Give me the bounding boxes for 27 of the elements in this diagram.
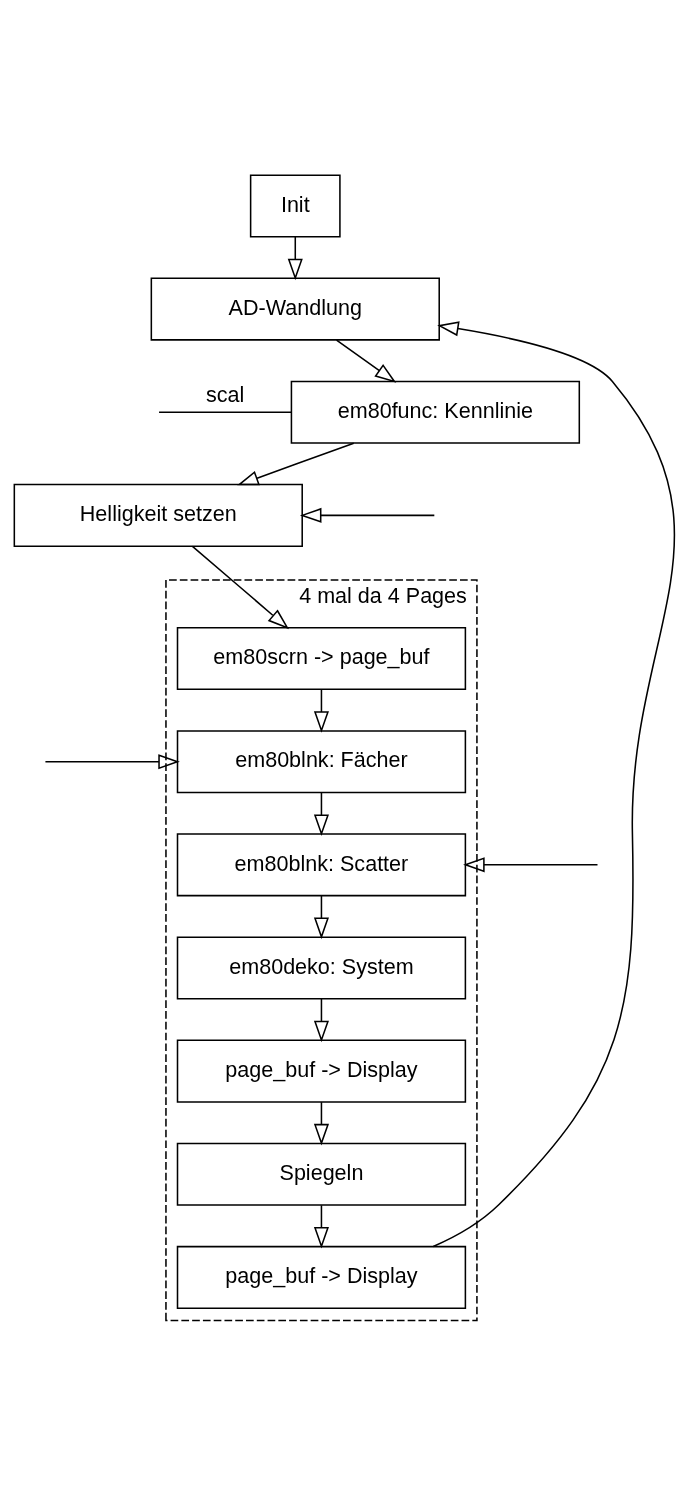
node-box: em80blnk: Fächer	[176, 730, 467, 794]
arrow	[299, 507, 436, 523]
node-box: Init	[249, 174, 341, 238]
node-box: AD-Wandlung	[150, 277, 440, 341]
arrow	[191, 545, 290, 630]
node-box: em80scrn -> page_buf	[176, 627, 467, 691]
node-box: page_buf -> Display	[176, 1039, 467, 1103]
node-box: em80func: Kennlinie	[290, 380, 581, 444]
arrow	[313, 895, 329, 940]
arrow	[463, 857, 599, 873]
arrow	[313, 791, 329, 836]
arrow	[287, 236, 303, 281]
arrow	[313, 998, 329, 1043]
arrow	[44, 754, 180, 770]
connector	[158, 411, 292, 413]
arrow	[432, 321, 675, 1248]
arrow	[237, 442, 355, 486]
node-box: Spiegeln	[176, 1142, 467, 1206]
arrow	[313, 1101, 329, 1146]
arrow	[313, 688, 329, 733]
edge-label: scal	[206, 381, 245, 407]
node-box: em80blnk: Scatter	[176, 833, 467, 897]
arrow	[335, 339, 397, 383]
node-box: Helligkeit setzen	[13, 483, 303, 547]
node-box: page_buf -> Display	[176, 1245, 467, 1309]
arrow	[313, 1204, 329, 1249]
node-box: em80deko: System	[176, 936, 467, 1000]
